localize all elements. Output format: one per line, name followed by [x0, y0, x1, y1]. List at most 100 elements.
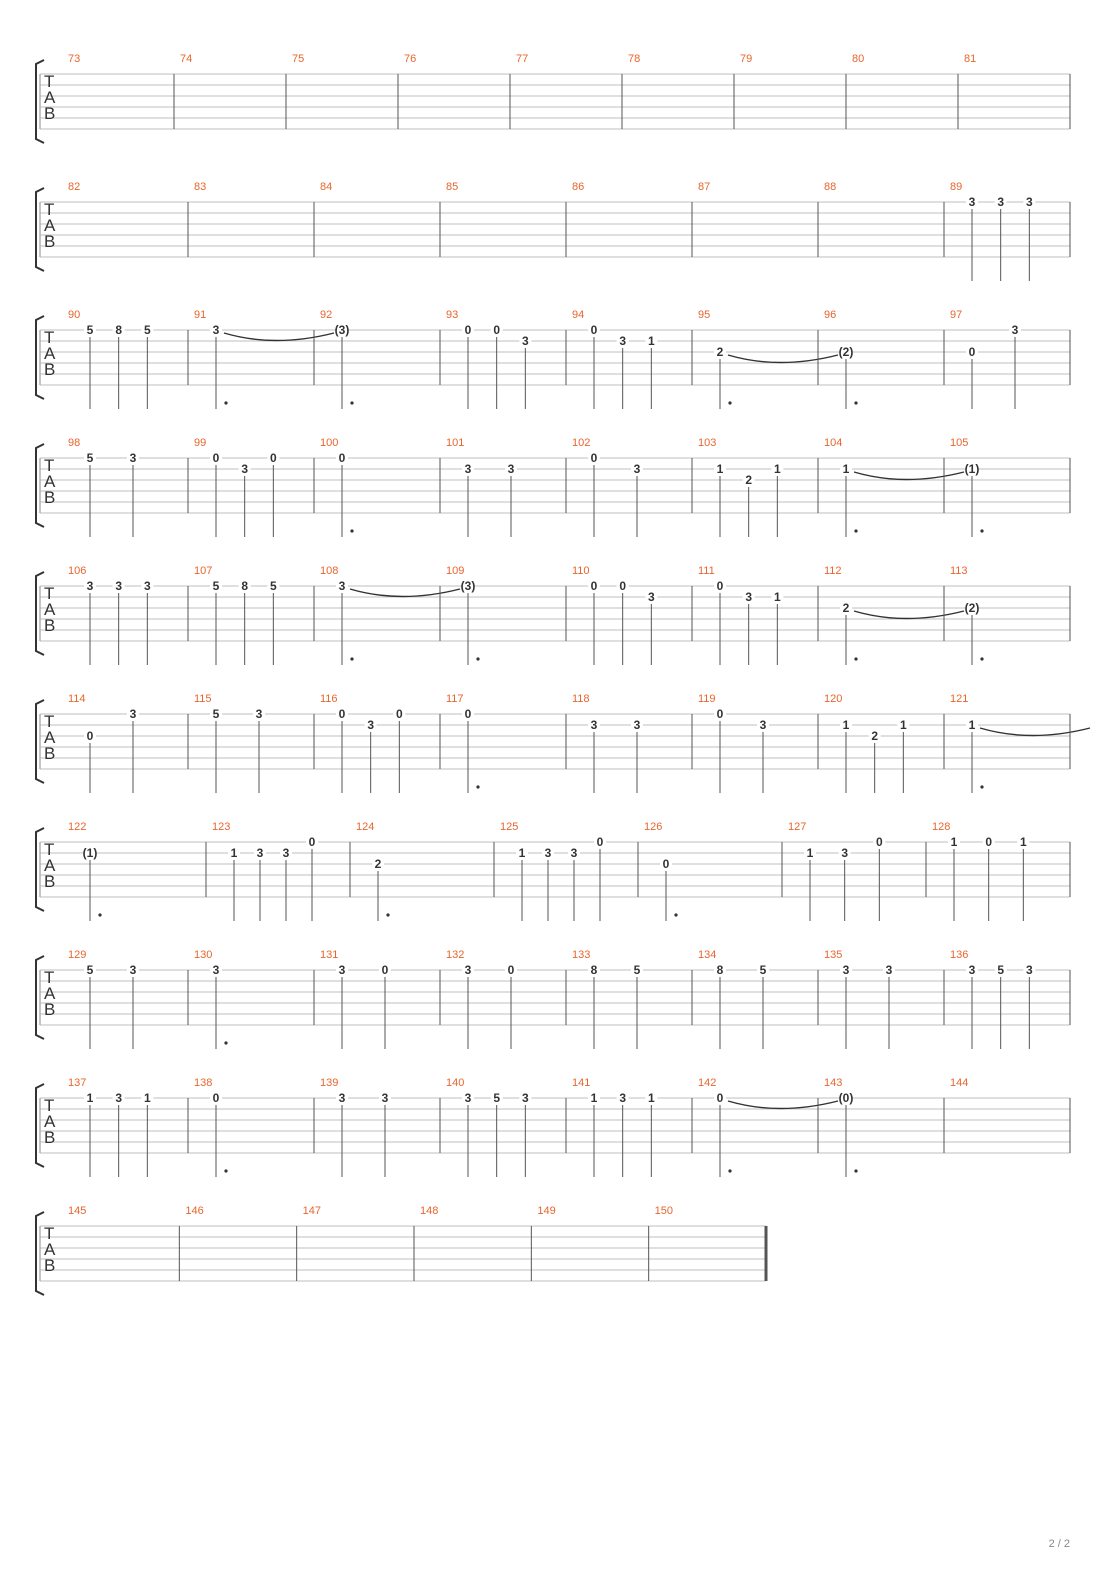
fret-number: 0 [309, 835, 316, 849]
fret-background [280, 847, 292, 858]
fret-background [462, 1092, 474, 1103]
fret-background [379, 964, 391, 975]
rhythm-dot [224, 401, 228, 405]
tab-clef-letter: A [44, 88, 56, 107]
fret-number: 0 [493, 323, 500, 337]
tie-curve [223, 332, 335, 342]
tab-clef-letter: B [44, 1256, 55, 1275]
tab-clef-letter: B [44, 744, 55, 763]
rhythm-dot [350, 657, 354, 661]
fret-background [372, 858, 384, 869]
measure-number: 77 [516, 53, 528, 65]
fret-number: 0 [508, 963, 515, 977]
fret-number: 3 [760, 718, 767, 732]
fret-number: 3 [619, 1091, 626, 1105]
system-brace [35, 1083, 45, 1168]
fret-number: 0 [465, 707, 472, 721]
fret-number: 3 [367, 718, 374, 732]
tab-clef-letter: B [44, 872, 55, 891]
fret-number: 1 [648, 334, 655, 348]
measure-number: 113 [950, 565, 968, 577]
fret-number: 3 [339, 1091, 346, 1105]
tab-clef-letter: T [44, 840, 54, 859]
fret-number: (2) [839, 345, 854, 359]
fret-background [948, 836, 960, 847]
fret-number: 3 [843, 963, 850, 977]
measure-number: 103 [698, 437, 716, 449]
fret-background [840, 964, 852, 975]
measure-number: 145 [68, 1205, 86, 1217]
fret-number: 1 [717, 462, 724, 476]
fret-number: 3 [522, 334, 529, 348]
fret-number: 8 [115, 323, 122, 337]
measure-number: 85 [446, 181, 458, 193]
measure-number: 141 [572, 1077, 590, 1089]
measure-number: 83 [194, 181, 206, 193]
measure-number: 110 [572, 565, 590, 577]
fret-background [840, 346, 852, 357]
fret-number: 3 [256, 707, 263, 721]
tab-clef-letter: B [44, 488, 55, 507]
fret-number: 3 [969, 195, 976, 209]
system-brace [35, 59, 45, 144]
fret-number: 1 [648, 1091, 655, 1105]
rhythm-dot [350, 401, 354, 405]
tab-clef-letter: A [44, 472, 56, 491]
fret-background [254, 847, 266, 858]
fret-number: 0 [339, 707, 346, 721]
fret-background [631, 719, 643, 730]
fret-number: 1 [951, 835, 958, 849]
fret-background [840, 463, 852, 474]
fret-background [336, 580, 348, 591]
fret-background [966, 463, 978, 474]
system-brace [35, 699, 45, 784]
fret-number: 1 [774, 462, 781, 476]
fret-background [594, 836, 606, 847]
fret-background [516, 847, 528, 858]
fret-number: (3) [461, 579, 476, 593]
fret-background [1017, 836, 1030, 847]
fret-background [883, 964, 895, 975]
fret-background [588, 580, 600, 591]
fret-number: 5 [87, 323, 94, 337]
tie-curve [979, 727, 1091, 737]
tab-clef-letter: A [44, 600, 56, 619]
fret-number: 5 [634, 963, 641, 977]
fret-number: 0 [396, 707, 403, 721]
fret-background [616, 335, 629, 346]
tab-clef-letter: A [44, 1112, 56, 1131]
measure-number: 96 [824, 309, 836, 321]
fret-number: 1 [144, 1091, 151, 1105]
fret-number: 0 [619, 579, 626, 593]
rhythm-dot [350, 529, 354, 533]
fret-background [210, 580, 222, 591]
fret-background [588, 452, 600, 463]
measure-number: 147 [303, 1205, 321, 1217]
measure-number: 118 [572, 693, 590, 705]
fret-number: 2 [843, 601, 850, 615]
measure-number: 115 [194, 693, 212, 705]
rhythm-dot [728, 401, 732, 405]
system-brace [35, 443, 45, 528]
fret-background [336, 452, 348, 463]
measure-number: 139 [320, 1077, 338, 1089]
measure-number: 131 [320, 949, 338, 961]
fret-background [840, 602, 852, 613]
fret-number: 2 [745, 473, 752, 487]
tab-clef-letter: T [44, 712, 54, 731]
rhythm-dot [854, 401, 858, 405]
fret-background [519, 1092, 532, 1103]
fret-background [645, 335, 658, 346]
fret-background [238, 580, 251, 591]
fret-number: 1 [591, 1091, 598, 1105]
measure-number: 104 [824, 437, 842, 449]
fret-background [336, 324, 348, 335]
measure-number: 101 [446, 437, 464, 449]
measure-number: 117 [446, 693, 464, 705]
measure-number: 150 [655, 1205, 673, 1217]
fret-number: 3 [213, 323, 220, 337]
fret-number: 1 [807, 846, 814, 860]
fret-background [588, 1092, 600, 1103]
fret-background [84, 580, 96, 591]
fret-number: 0 [717, 707, 724, 721]
